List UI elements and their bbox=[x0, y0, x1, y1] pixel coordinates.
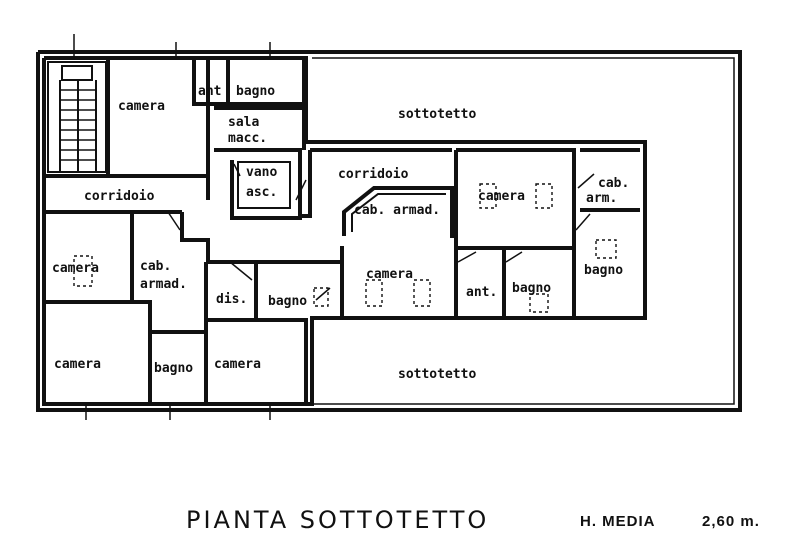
label-corridoio-center: corridoio bbox=[338, 167, 409, 182]
label-cab-arm-right: cab. bbox=[598, 176, 629, 191]
interior-walls bbox=[44, 58, 640, 404]
window-marks bbox=[73, 34, 271, 420]
door-swings bbox=[167, 163, 595, 301]
label-bagno-bottom: bagno bbox=[154, 361, 193, 376]
height-label: H. MEDIA bbox=[580, 513, 656, 530]
label-cab-armad-left: cab. bbox=[140, 259, 171, 274]
label-camera-left-mid: camera bbox=[52, 261, 99, 276]
label-bagno-top: bagno bbox=[236, 84, 275, 99]
label-corridoio-left: corridoio bbox=[84, 189, 155, 204]
height-value: 2,60 m. bbox=[702, 513, 760, 530]
label-ant-top: ant bbox=[198, 84, 221, 99]
label-camera-center-right: camera bbox=[478, 189, 525, 204]
label-camera-bottom-left: camera bbox=[54, 357, 101, 372]
label-bagno-right: bagno bbox=[584, 263, 623, 278]
plan-caption: PIANTA SOTTOTETTO H. MEDIA 2,60 m. bbox=[186, 506, 760, 534]
label-cab-arm-right-2: arm. bbox=[586, 191, 617, 206]
plan-title: PIANTA SOTTOTETTO bbox=[186, 506, 489, 534]
staircase bbox=[47, 61, 107, 173]
label-camera-center: camera bbox=[366, 267, 413, 282]
label-sala-macc-2: macc. bbox=[228, 131, 267, 146]
label-sottotetto-top: sottotetto bbox=[398, 107, 476, 122]
label-dis: dis. bbox=[216, 292, 247, 307]
label-bagno-mid: bagno bbox=[268, 294, 307, 309]
room-labels: camera ant bagno sala macc. vano asc. co… bbox=[52, 84, 629, 382]
skylights bbox=[73, 183, 617, 313]
label-camera-top: camera bbox=[118, 99, 165, 114]
label-ant-center: ant. bbox=[466, 285, 497, 300]
label-sottotetto-bottom: sottotetto bbox=[398, 367, 476, 382]
label-vano-asc: vano bbox=[246, 165, 277, 180]
label-vano-asc-2: asc. bbox=[246, 185, 277, 200]
label-camera-bottom-mid: camera bbox=[214, 357, 261, 372]
label-sala-macc: sala bbox=[228, 115, 259, 130]
label-cab-armad-center: cab. armad. bbox=[354, 203, 440, 218]
label-bagno-center-right: bagno bbox=[512, 281, 551, 296]
label-cab-armad-left-2: armad. bbox=[140, 277, 187, 292]
